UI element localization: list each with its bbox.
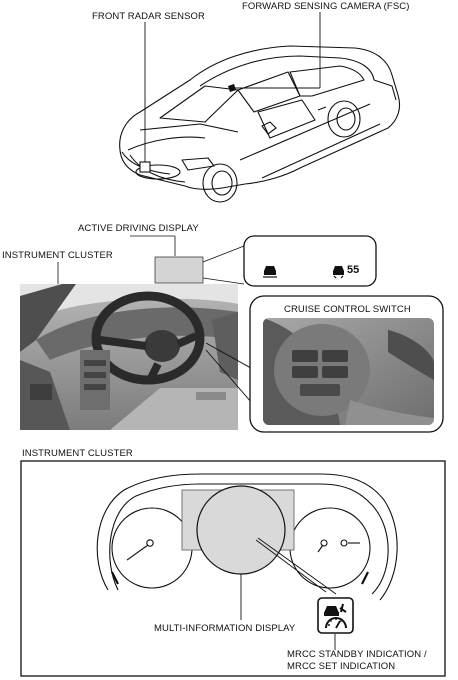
instrument-cluster-heading: INSTRUMENT CLUSTER xyxy=(22,448,133,459)
multi-information-display-label: MULTI-INFORMATION DISPLAY xyxy=(154,623,296,634)
active-driving-display-callout xyxy=(243,235,377,287)
car-follow-icon xyxy=(263,266,277,278)
cruise-control-switch-photo xyxy=(263,318,434,425)
active-driving-display-projection xyxy=(154,256,204,284)
cruise-control-switch-label: CRUISE CONTROL SWITCH xyxy=(284,304,411,315)
active-driving-display-label: ACTIVE DRIVING DISPLAY xyxy=(78,223,199,234)
front-radar-sensor-label: FRONT RADAR SENSOR xyxy=(92,11,205,22)
forward-sensing-camera-label: FORWARD SENSING CAMERA (FSC) xyxy=(242,1,410,12)
dashboard-photo xyxy=(20,284,238,430)
mrcc-indicator-icon xyxy=(317,597,354,634)
instrument-cluster-top-label: INSTRUMENT CLUSTER xyxy=(2,250,113,261)
speed-limit-car-icon xyxy=(333,266,344,279)
instrument-cluster-outline xyxy=(96,473,398,601)
active-display-speed: 55 xyxy=(347,264,360,276)
mrcc-indication-label-line1: MRCC STANDBY INDICATION / xyxy=(287,649,427,660)
front-radar-sensor-marker xyxy=(139,161,151,173)
mrcc-indication-label-line2: MRCC SET INDICATION xyxy=(287,661,396,672)
multi-information-display-circle xyxy=(196,485,286,575)
car-illustration xyxy=(119,45,401,203)
